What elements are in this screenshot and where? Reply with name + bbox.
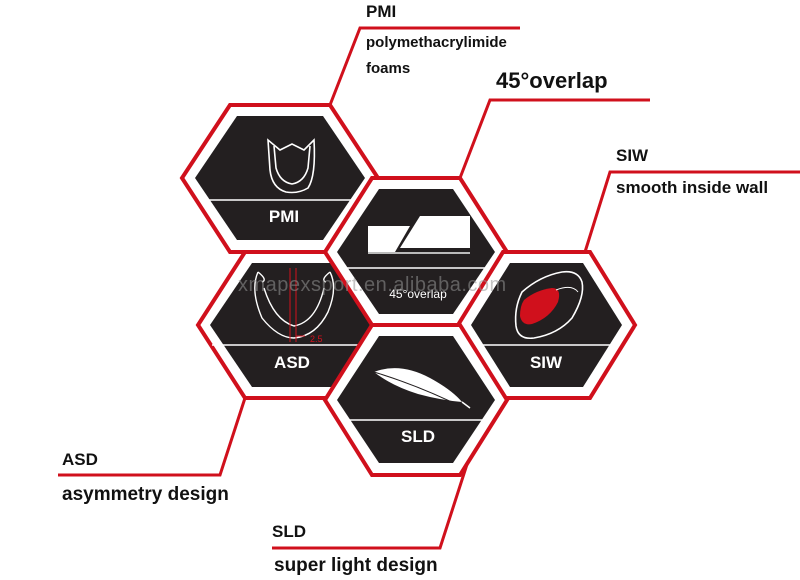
- overlap-layers-icon: [368, 216, 470, 254]
- leader-lines: [58, 26, 800, 550]
- hexagon-sld: SLD: [322, 323, 510, 477]
- callout-siw-title: SIW: [616, 146, 649, 165]
- dimension-label: 2.5: [310, 334, 323, 344]
- feather-icon: [373, 368, 471, 409]
- hexagon-siw: SIW: [455, 250, 638, 400]
- leader-line-sld: [272, 454, 472, 550]
- callout-pmi-line1: polymethacrylimide: [366, 34, 507, 51]
- callout-sld-desc: super light design: [274, 555, 438, 576]
- callout-asd-title: ASD: [62, 450, 98, 469]
- callout-asd-desc: asymmetry design: [62, 484, 229, 505]
- dimension-marks: [289, 268, 305, 342]
- leader-line-siw: [583, 170, 800, 253]
- callout-overlap-title: 45°overlap: [496, 68, 608, 93]
- hex-label-pmi: PMI: [269, 207, 299, 226]
- callout-siw-desc: smooth inside wall: [616, 178, 769, 197]
- asymmetric-rim-icon: [254, 271, 335, 339]
- hex-label-overlap: 45°overlap: [389, 287, 447, 301]
- leader-line-pmi: [328, 26, 520, 106]
- callout-pmi-line2: foams: [366, 60, 411, 77]
- inside-wall-icon: [514, 270, 584, 340]
- hex-label-sld: SLD: [401, 427, 435, 446]
- rim-section-icon: [267, 138, 316, 194]
- callout-sld-title: SLD: [272, 522, 306, 541]
- leader-line-asd: [58, 397, 247, 477]
- watermark-text: xmapexsport.en.alibaba.com: [238, 274, 507, 296]
- callout-pmi-title: PMI: [366, 2, 397, 21]
- hexagon-asd: 2.5 ASD: [195, 250, 395, 400]
- hexagon-pmi: PMI: [179, 103, 381, 254]
- hex-label-asd: ASD: [274, 353, 310, 372]
- leader-line-overlap: [458, 98, 650, 179]
- hex-label-siw: SIW: [530, 353, 563, 372]
